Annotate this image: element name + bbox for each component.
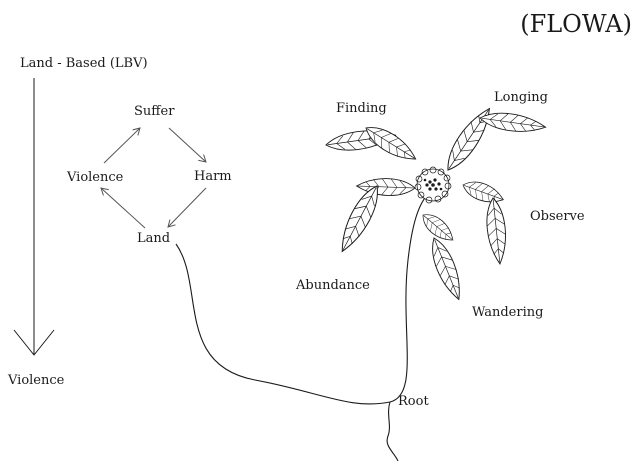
cycle-node-violence: Violence (67, 171, 123, 184)
petal-label-longing: Longing (494, 91, 548, 104)
petal-label-observe: Observe (530, 210, 585, 223)
scale-bottom-label: Violence (8, 374, 64, 387)
cycle-node-land: Land (137, 232, 170, 245)
cycle-node-harm: Harm (194, 170, 232, 183)
leaf-finding (325, 120, 421, 166)
root-label: Root (398, 395, 429, 408)
arrow-land-to-violence (101, 188, 145, 228)
root-line (387, 402, 398, 461)
scale-top-label: Land - Based (LBV) (20, 57, 148, 70)
petal-label-wandering: Wandering (472, 306, 543, 319)
scale-arrow (14, 78, 54, 355)
leaf-observe (460, 177, 509, 265)
petal-label-abundance: Abundance (296, 279, 370, 292)
diagram-title: (FLOWA) (520, 12, 632, 36)
arrow-violence-to-suffer (104, 128, 140, 163)
leaf-abundance (334, 178, 415, 256)
arrow-suffer-to-harm (169, 128, 206, 162)
leaf-longing (440, 103, 547, 175)
arrow-harm-to-land (168, 188, 206, 227)
cycle-node-suffer: Suffer (134, 105, 174, 118)
petal-label-finding: Finding (336, 102, 387, 115)
leaf-wandering (418, 209, 467, 303)
stem-line (176, 194, 428, 404)
flower-head (415, 167, 451, 203)
